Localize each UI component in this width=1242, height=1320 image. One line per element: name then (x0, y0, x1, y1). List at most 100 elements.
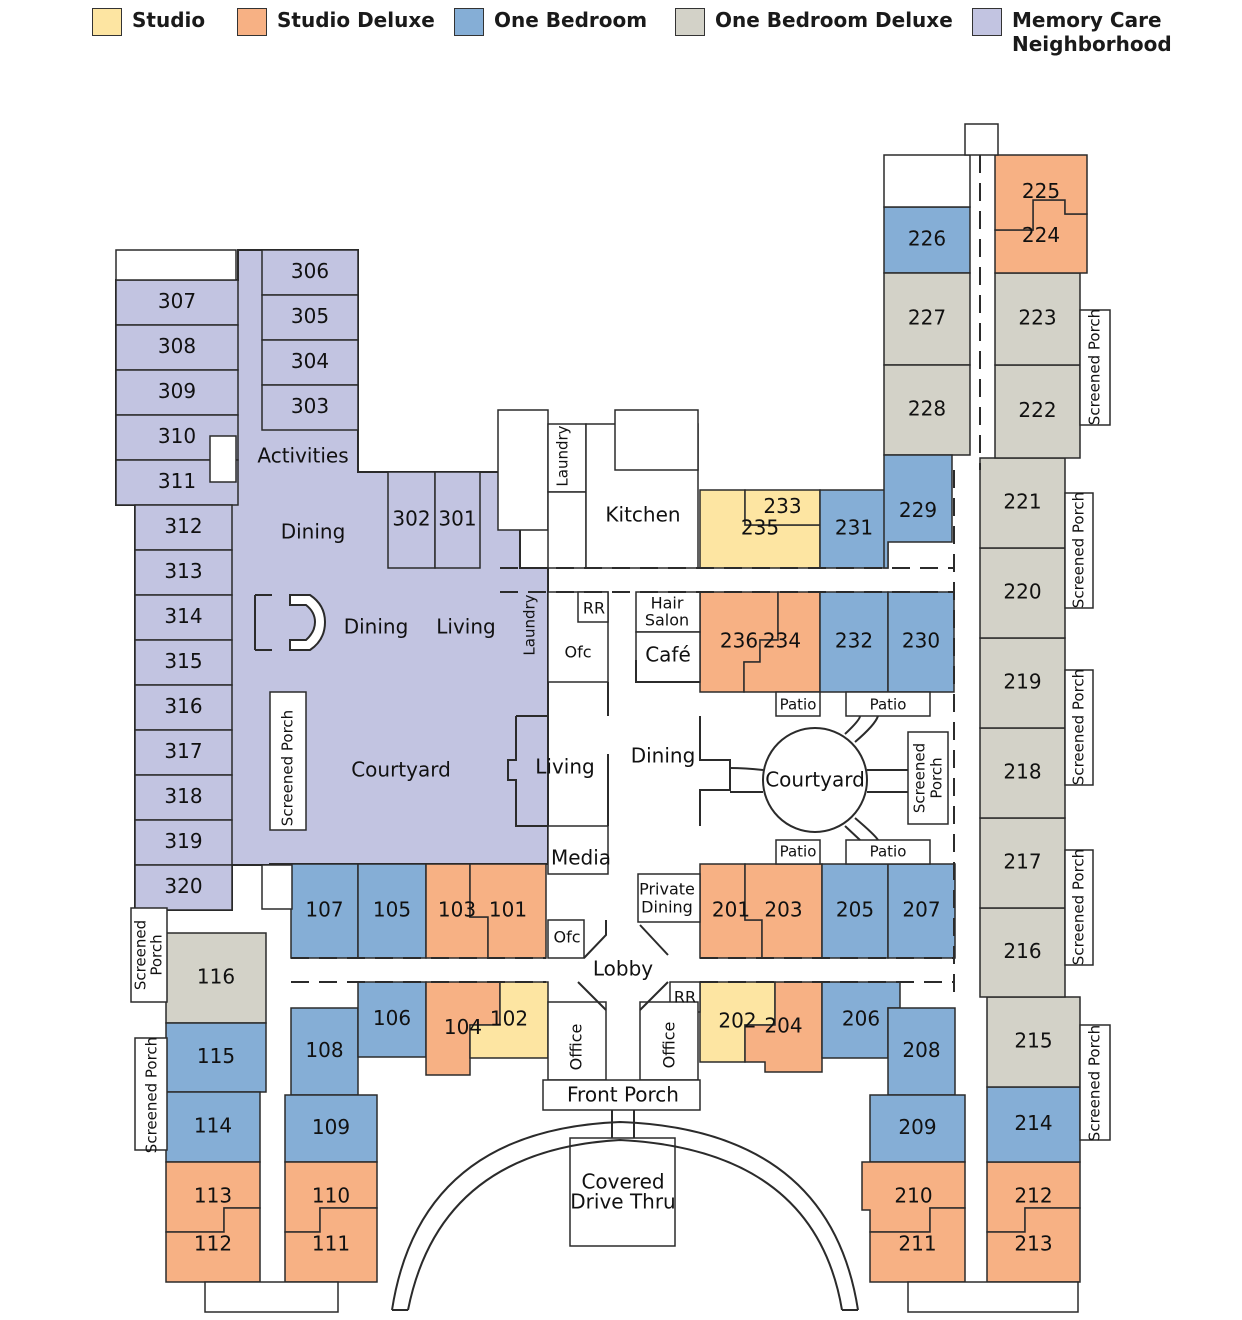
lobby-diag-4 (639, 981, 669, 1011)
area-label: Drive Thru (570, 1190, 675, 1214)
room-label-225: 225 (1022, 179, 1060, 203)
room-label-226: 226 (908, 227, 946, 251)
area-label: Lobby (593, 957, 653, 981)
room-label-233: 233 (763, 494, 801, 518)
room-label-221: 221 (1003, 490, 1041, 514)
hair-salon-box (635, 591, 701, 633)
courtyard-path-s2 (854, 817, 879, 841)
area-label: Living (535, 755, 594, 779)
lobby-diag-1 (583, 920, 607, 959)
cafe-notch (635, 660, 700, 683)
room-label-230: 230 (902, 629, 940, 653)
area-label: Café (645, 643, 691, 667)
room-label-217: 217 (1003, 850, 1041, 874)
room-label-318: 318 (164, 784, 202, 808)
area-label: Private (639, 880, 695, 899)
room-label-112: 112 (194, 1232, 232, 1256)
area-label: Screened Porch (1086, 309, 1104, 425)
room-label-202: 202 (718, 1009, 756, 1033)
legend-swatch-one-bedroom (454, 8, 484, 36)
center-wall-left (516, 715, 549, 826)
north-wall-right (883, 154, 971, 208)
room-label-309: 309 (158, 379, 196, 403)
area-label: RR (583, 599, 605, 618)
room-112 (165, 1207, 261, 1283)
screened-porch-box-214 (1079, 1024, 1111, 1141)
room-label-232: 232 (835, 629, 873, 653)
area-label: Patio (870, 696, 907, 714)
room-label-107: 107 (305, 898, 343, 922)
drive-arc-inner (407, 1138, 843, 1311)
room-label-234: 234 (763, 629, 801, 653)
courtyard-path-w1 (729, 767, 764, 771)
area-label: Media (551, 846, 611, 870)
room-225 (994, 154, 1088, 231)
room-label-314: 314 (164, 604, 202, 628)
area-label: Patio (780, 843, 817, 861)
office-box-2 (639, 1001, 699, 1081)
room-label-208: 208 (902, 1038, 940, 1062)
center-wall-left-2 (507, 716, 548, 827)
room-label-310: 310 (158, 424, 196, 448)
lobby-diag-2 (639, 924, 669, 956)
area-label: Dining (281, 520, 346, 544)
room-label-319: 319 (164, 829, 202, 853)
area-label: Living (436, 615, 495, 639)
room-102 (469, 981, 549, 1059)
laundry-block (497, 409, 549, 531)
screened-porch-box-222 (1079, 309, 1111, 426)
area-label: Screened Porch (1086, 1025, 1104, 1141)
room-label-227: 227 (908, 306, 946, 330)
room-label-302: 302 (392, 507, 430, 531)
rr-box-1 (577, 591, 609, 623)
legend-label-memory-care: Memory Care Neighborhood (1012, 8, 1172, 56)
connector-320 (261, 864, 293, 910)
area-label: Patio (870, 843, 907, 861)
screened-porch-box-219 (1064, 669, 1094, 786)
area-label: Kitchen (605, 503, 680, 527)
area-label: Dining (631, 744, 696, 768)
room-label-312: 312 (164, 514, 202, 538)
kitchen-upper (614, 409, 699, 471)
screened-porch-box-c (907, 731, 949, 825)
laundry-lower (547, 491, 587, 569)
room-label-223: 223 (1018, 306, 1056, 330)
patio-box-4 (845, 839, 931, 865)
room-229 (883, 454, 953, 569)
south-wall-left (204, 1281, 339, 1313)
room-320 (134, 864, 233, 911)
room-label-113: 113 (194, 1184, 232, 1208)
area-label: Office (660, 1022, 679, 1069)
room-label-320: 320 (164, 874, 202, 898)
covered-drive-thru (569, 1137, 676, 1247)
room-label-231: 231 (835, 516, 873, 540)
room-label-114: 114 (194, 1114, 232, 1138)
room-label-303: 303 (291, 394, 329, 418)
legend-label-one-bedroom: One Bedroom (494, 8, 648, 32)
room-label-205: 205 (836, 898, 874, 922)
room-label-219: 219 (1003, 670, 1041, 694)
room-label-313: 313 (164, 559, 202, 583)
room-311 (115, 459, 239, 506)
room-label-311: 311 (158, 469, 196, 493)
area-label: Porch (148, 934, 166, 975)
room-label-315: 315 (164, 649, 202, 673)
area-label: Porch (928, 757, 946, 798)
room-label-236: 236 (720, 629, 758, 653)
room-label-212: 212 (1014, 1184, 1052, 1208)
room-label-308: 308 (158, 334, 196, 358)
courtyard-path-s1 (844, 825, 861, 841)
room-label-211: 211 (898, 1232, 936, 1256)
north-stub-right (964, 123, 999, 156)
room-label-216: 216 (1003, 939, 1041, 963)
room-label-304: 304 (291, 349, 329, 373)
area-label: Laundry (521, 594, 539, 655)
area-label: Hair (651, 594, 684, 613)
area-label: Screened Porch (1070, 492, 1088, 608)
lobby-diag-3 (577, 981, 607, 1011)
patio-box-3 (775, 839, 821, 865)
room-label-209: 209 (898, 1115, 936, 1139)
room-label-203: 203 (764, 898, 802, 922)
office-box-1 (547, 1001, 607, 1081)
